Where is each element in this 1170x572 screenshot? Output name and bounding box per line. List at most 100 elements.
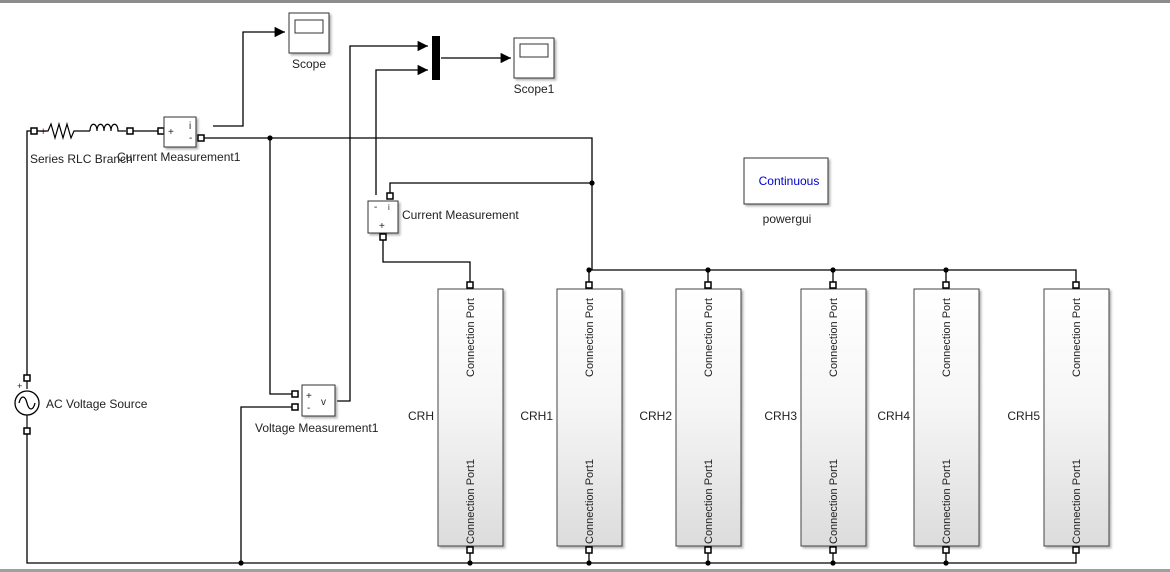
port-square bbox=[197, 134, 205, 142]
crh-bottom-port-label: Connection Port1 bbox=[703, 459, 715, 544]
current-measurement-block[interactable]: - i + Current Measurement bbox=[367, 192, 519, 241]
wire-cm-to-crh[interactable] bbox=[382, 237, 471, 283]
junction-dot bbox=[238, 560, 244, 566]
crh-body[interactable] bbox=[913, 288, 980, 547]
port-square bbox=[829, 546, 837, 554]
crh-body[interactable] bbox=[800, 288, 867, 547]
crh-bottom-port-label: Connection Port1 bbox=[941, 459, 953, 544]
junction-dot bbox=[830, 267, 836, 273]
port-square bbox=[23, 427, 31, 435]
port-square bbox=[291, 403, 299, 411]
crh-body[interactable] bbox=[437, 288, 504, 547]
cm-plus: + bbox=[379, 221, 385, 232]
crh-top-port-label: Connection Port bbox=[584, 298, 596, 377]
port-square bbox=[386, 192, 394, 200]
vm-minus: - bbox=[307, 403, 310, 414]
port-square bbox=[23, 374, 31, 382]
wire-bottom-bus[interactable] bbox=[26, 432, 1077, 564]
scope1-block[interactable]: Scope1 bbox=[513, 37, 555, 96]
wire-cm1-to-scope[interactable] bbox=[213, 26, 285, 127]
crh-label: CRH bbox=[408, 409, 434, 423]
crh-top-port-label: Connection Port bbox=[703, 298, 715, 377]
ac-label: AC Voltage Source bbox=[46, 397, 148, 411]
wire-ac-to-rlc[interactable] bbox=[26, 130, 33, 377]
junction-dot bbox=[705, 560, 711, 566]
junction-dot bbox=[943, 267, 949, 273]
cm-out-i: i bbox=[388, 203, 390, 212]
port-square bbox=[466, 281, 474, 289]
crh-top-port-label: Connection Port bbox=[941, 298, 953, 377]
junction-dot bbox=[943, 560, 949, 566]
current-measurement1-block[interactable]: + i - Current Measurement1 bbox=[117, 116, 241, 164]
junction-dot bbox=[586, 267, 592, 273]
powergui-mode-text: Continuous bbox=[759, 174, 820, 188]
voltage-measurement1-block[interactable]: + - v Voltage Measurement1 bbox=[255, 384, 379, 435]
series-rlc-block[interactable]: + Series RLC Branch bbox=[30, 121, 134, 166]
junction-dot bbox=[467, 560, 473, 566]
wire-cm1-bus[interactable] bbox=[204, 137, 593, 270]
scope-label: Scope bbox=[292, 57, 326, 71]
wire-vm-to-mux[interactable] bbox=[337, 40, 428, 402]
crh-label: CRH1 bbox=[520, 409, 553, 423]
port-square bbox=[585, 281, 593, 289]
port-square bbox=[379, 233, 387, 241]
port-square bbox=[1072, 281, 1080, 289]
ac-plus: + bbox=[17, 381, 22, 391]
crh-label: CRH2 bbox=[639, 409, 672, 423]
crh-label: CRH4 bbox=[877, 409, 910, 423]
scope1-screen-icon bbox=[519, 43, 549, 58]
wire-to-vm-plus[interactable] bbox=[269, 138, 294, 395]
crh-bottom-port-label: Connection Port1 bbox=[465, 459, 477, 544]
port-square bbox=[704, 546, 712, 554]
crh-bottom-port-label: Connection Port1 bbox=[584, 459, 596, 544]
junctions bbox=[238, 135, 949, 566]
crh-body[interactable] bbox=[675, 288, 742, 547]
window-top-border bbox=[0, 0, 1170, 3]
powergui-label: powergui bbox=[763, 212, 812, 226]
sine-wave-icon bbox=[18, 396, 36, 410]
port-square bbox=[466, 546, 474, 554]
resistor-icon bbox=[37, 121, 90, 141]
port-square bbox=[291, 390, 299, 398]
crh-top-port-label: Connection Port bbox=[465, 298, 477, 377]
crh-body[interactable] bbox=[556, 288, 623, 547]
junction-dot bbox=[586, 560, 592, 566]
port-square bbox=[1072, 546, 1080, 554]
crh-body[interactable] bbox=[1043, 288, 1110, 547]
cm1-plus: + bbox=[168, 127, 174, 138]
scope-screen-icon bbox=[294, 19, 324, 34]
cm1-minus: - bbox=[189, 133, 192, 144]
mux-block[interactable] bbox=[432, 36, 440, 80]
port-square bbox=[829, 281, 837, 289]
crh-bottom-port-label: Connection Port1 bbox=[1071, 459, 1083, 544]
vm-label: Voltage Measurement1 bbox=[255, 421, 379, 435]
wire-top-bus[interactable] bbox=[589, 269, 1077, 283]
wire-node-to-cm[interactable] bbox=[389, 182, 592, 195]
junction-dot bbox=[705, 267, 711, 273]
port-square bbox=[585, 546, 593, 554]
vm-plus: + bbox=[306, 391, 312, 402]
wire-cm-to-mux[interactable] bbox=[375, 64, 428, 195]
cm-minus: - bbox=[374, 202, 377, 213]
window-bottom-border bbox=[0, 569, 1170, 572]
wire-vm-minus[interactable] bbox=[240, 406, 294, 563]
junction-dot bbox=[589, 180, 595, 186]
ac-voltage-source-block[interactable]: + AC Voltage Source bbox=[14, 374, 148, 435]
powergui-block[interactable]: Continuous powergui bbox=[743, 157, 829, 226]
crh-bottom-port-label: Connection Port1 bbox=[828, 459, 840, 544]
port-square bbox=[30, 127, 38, 135]
cm-label: Current Measurement bbox=[402, 208, 519, 222]
cm1-label: Current Measurement1 bbox=[117, 150, 241, 164]
crh-top-port-label: Connection Port bbox=[828, 298, 840, 377]
port-square bbox=[157, 127, 165, 135]
cm1-out-i: i bbox=[189, 121, 191, 132]
rlc-label: Series RLC Branch bbox=[30, 152, 133, 166]
scope-block[interactable]: Scope bbox=[288, 12, 330, 71]
